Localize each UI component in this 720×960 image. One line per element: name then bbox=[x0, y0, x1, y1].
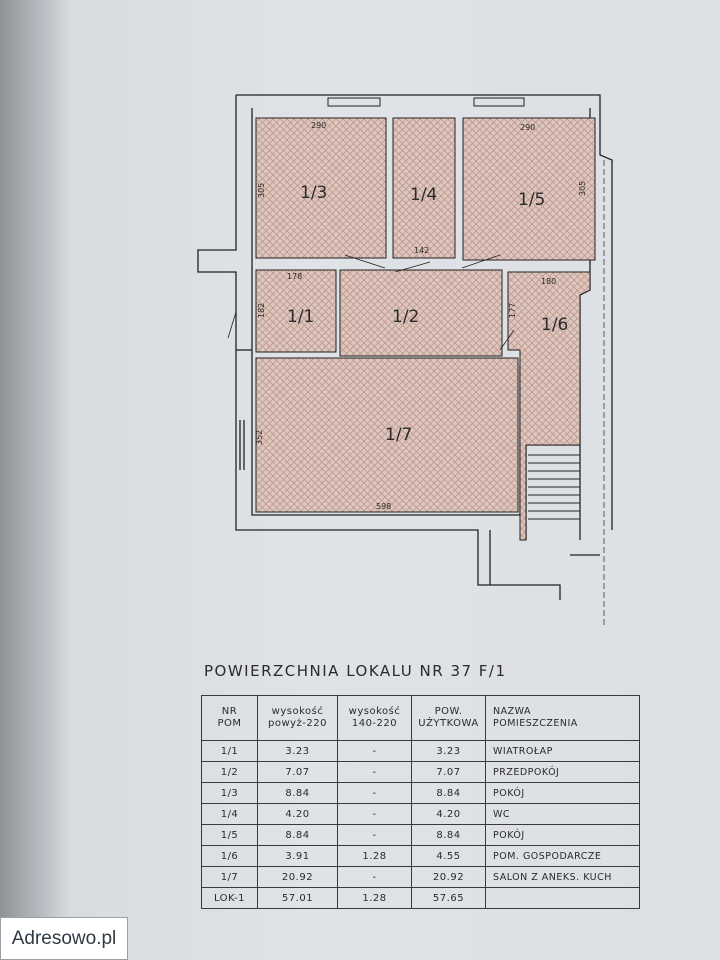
dimension-label: 177 bbox=[508, 303, 517, 318]
room-label: 1/3 bbox=[300, 183, 327, 203]
dimension-label: 178 bbox=[287, 272, 302, 281]
room-area-1-6 bbox=[507, 271, 591, 541]
dimension-label: 142 bbox=[414, 246, 429, 255]
dimension-label: 598 bbox=[376, 502, 391, 511]
room-label: 1/2 bbox=[392, 307, 419, 327]
table-cell: 1.28 bbox=[337, 845, 412, 867]
table-cell: 57.01 bbox=[257, 887, 338, 909]
table-cell: - bbox=[337, 740, 412, 762]
table-cell: 1/7 bbox=[201, 866, 258, 888]
dimension-label: 290 bbox=[520, 123, 535, 132]
table-cell: WC bbox=[485, 803, 640, 825]
table-cell: 3.91 bbox=[257, 845, 338, 867]
table-cell: POKÓJ bbox=[485, 782, 640, 804]
dimension-label: 182 bbox=[257, 303, 266, 318]
room-label: 1/7 bbox=[385, 425, 412, 445]
room-label: 1/1 bbox=[287, 307, 314, 327]
room-area-1-2 bbox=[339, 269, 503, 357]
floor-plan: 1/3 1/4 1/5 1/1 1/2 1/6 1/7 290 290 305 … bbox=[197, 94, 613, 625]
table-cell: 8.84 bbox=[411, 782, 486, 804]
table-cell: 8.84 bbox=[257, 782, 338, 804]
table-cell bbox=[485, 887, 640, 909]
table-cell: POKÓJ bbox=[485, 824, 640, 846]
header-usable-area: POW.UŻYTKOWA bbox=[411, 695, 486, 741]
table-cell: 1/6 bbox=[201, 845, 258, 867]
room-label: 1/5 bbox=[518, 190, 545, 210]
table-cell: 57.65 bbox=[411, 887, 486, 909]
table-cell: - bbox=[337, 824, 412, 846]
room-area-1-7 bbox=[255, 357, 519, 513]
dimension-label: 305 bbox=[257, 183, 266, 198]
table-cell: 3.23 bbox=[411, 740, 486, 762]
dimension-label: 305 bbox=[578, 181, 587, 196]
table-cell: 4.20 bbox=[411, 803, 486, 825]
table-cell: 8.84 bbox=[411, 824, 486, 846]
table-cell: 20.92 bbox=[257, 866, 338, 888]
page-title: POWIERZCHNIA LOKALU NR 37 F/1 bbox=[204, 662, 507, 680]
dimension-label: 352 bbox=[255, 430, 264, 445]
room-label: 1/6 bbox=[541, 315, 568, 335]
doors bbox=[227, 160, 605, 625]
table-cell: 8.84 bbox=[257, 824, 338, 846]
table-cell: WIATROŁAP bbox=[485, 740, 640, 762]
table-cell: 1/1 bbox=[201, 740, 258, 762]
stairs bbox=[528, 454, 580, 520]
table-cell: 3.23 bbox=[257, 740, 338, 762]
dimension-label: 290 bbox=[311, 121, 326, 130]
table-cell: POM. GOSPODARCZE bbox=[485, 845, 640, 867]
room-area-1-4 bbox=[392, 117, 456, 259]
table-cell: 1/5 bbox=[201, 824, 258, 846]
table-cell: 1/4 bbox=[201, 803, 258, 825]
table-cell: - bbox=[337, 803, 412, 825]
room-label: 1/4 bbox=[410, 185, 437, 205]
table-cell: 1.28 bbox=[337, 887, 412, 909]
table-cell: - bbox=[337, 761, 412, 783]
table-cell: PRZEDPOKÓJ bbox=[485, 761, 640, 783]
room-area-1-1 bbox=[255, 269, 337, 353]
table-cell: LOK-1 bbox=[201, 887, 258, 909]
table-cell: 20.92 bbox=[411, 866, 486, 888]
table-cell: 7.07 bbox=[257, 761, 338, 783]
table-cell: 1/2 bbox=[201, 761, 258, 783]
table-cell: 4.20 bbox=[257, 803, 338, 825]
dimension-label: 180 bbox=[541, 277, 556, 286]
room-area-1-3 bbox=[255, 117, 387, 259]
windows bbox=[327, 97, 525, 107]
watermark-logo: Adresowo.pl bbox=[0, 917, 128, 960]
table-cell: - bbox=[337, 866, 412, 888]
table-cell: SALON Z ANEKS. KUCH bbox=[485, 866, 640, 888]
table-cell: 4.55 bbox=[411, 845, 486, 867]
table-cell: 1/3 bbox=[201, 782, 258, 804]
room-area-1-5 bbox=[462, 117, 596, 261]
table-cell: 7.07 bbox=[411, 761, 486, 783]
table-cell: - bbox=[337, 782, 412, 804]
